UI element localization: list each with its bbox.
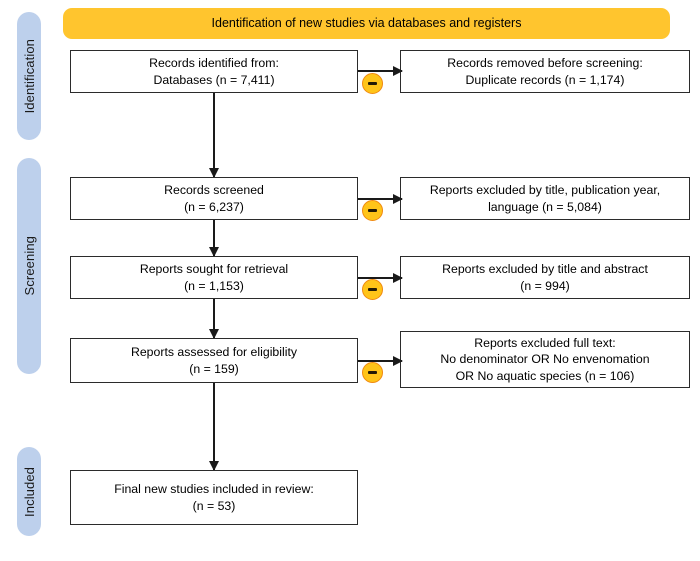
node-records-identified-text: Records identified from: Databases (n = … (149, 56, 279, 87)
minus-bar (368, 287, 377, 292)
node-reports-sought-text: Reports sought for retrieval (n = 1,153) (139, 262, 289, 293)
node-reports-excluded-fulltext-text: Reports excluded full text: No denominat… (440, 336, 650, 383)
connector-eligibility-to-included (208, 383, 219, 471)
stage-chip-identification: Identification (17, 12, 41, 140)
node-reports-sought: Reports sought for retrieval (n = 1,153) (70, 256, 358, 299)
arrow-right-icon (393, 65, 403, 76)
stage-chip-included: Included (17, 447, 41, 536)
stage-chip-identification-label: Identification (21, 38, 37, 114)
minus-circle-icon (362, 279, 383, 300)
arrow-right-icon (393, 193, 403, 204)
node-reports-excluded-title: Reports excluded by title, publication y… (400, 177, 690, 220)
node-records-identified: Records identified from: Databases (n = … (70, 50, 358, 93)
connector-sought-to-eligibility (208, 299, 219, 339)
arrow-down-icon (208, 247, 219, 257)
node-reports-excluded-fulltext: Reports excluded full text: No denominat… (400, 331, 690, 388)
arrow-right-icon (393, 355, 403, 366)
stage-chip-included-label: Included (21, 466, 37, 517)
connector-sought-to-excluded-abstract (358, 272, 403, 283)
node-reports-excluded-title-text: Reports excluded by title, publication y… (429, 183, 661, 214)
connector-screened-to-excluded-title (358, 193, 403, 204)
node-records-screened: Records screened (n = 6,237) (70, 177, 358, 220)
connector-identified-to-screened (208, 93, 219, 178)
arrow-down-icon (208, 329, 219, 339)
node-reports-assessed-eligibility: Reports assessed for eligibility (n = 15… (70, 338, 358, 383)
arrow-right-icon (393, 272, 403, 283)
minus-bar (368, 208, 377, 213)
connector-eligibility-to-excluded-fulltext (358, 355, 403, 366)
arrow-down-icon (208, 461, 219, 471)
node-reports-excluded-abstract: Reports excluded by title and abstract (… (400, 256, 690, 299)
node-final-studies-included-text: Final new studies included in review: (n… (114, 482, 314, 513)
node-reports-assessed-eligibility-text: Reports assessed for eligibility (n = 15… (130, 345, 298, 376)
minus-circle-icon (362, 73, 383, 94)
connector-screened-to-sought (208, 220, 219, 257)
node-reports-excluded-abstract-text: Reports excluded by title and abstract (… (442, 262, 648, 293)
node-records-screened-text: Records screened (n = 6,237) (164, 183, 264, 214)
minus-circle-icon (362, 362, 383, 383)
minus-circle-icon (362, 200, 383, 221)
arrow-down-icon (208, 168, 219, 178)
node-final-studies-included: Final new studies included in review: (n… (70, 470, 358, 525)
node-records-removed-text: Records removed before screening: Duplic… (447, 56, 643, 87)
identification-banner: Identification of new studies via databa… (63, 8, 670, 39)
identification-banner-label: Identification of new studies via databa… (211, 16, 522, 30)
minus-bar (368, 81, 377, 86)
stage-chip-screening: Screening (17, 158, 41, 374)
node-records-removed: Records removed before screening: Duplic… (400, 50, 690, 93)
minus-bar (368, 370, 377, 375)
stage-chip-screening-label: Screening (21, 236, 37, 296)
connector-identified-to-removed (358, 65, 403, 76)
